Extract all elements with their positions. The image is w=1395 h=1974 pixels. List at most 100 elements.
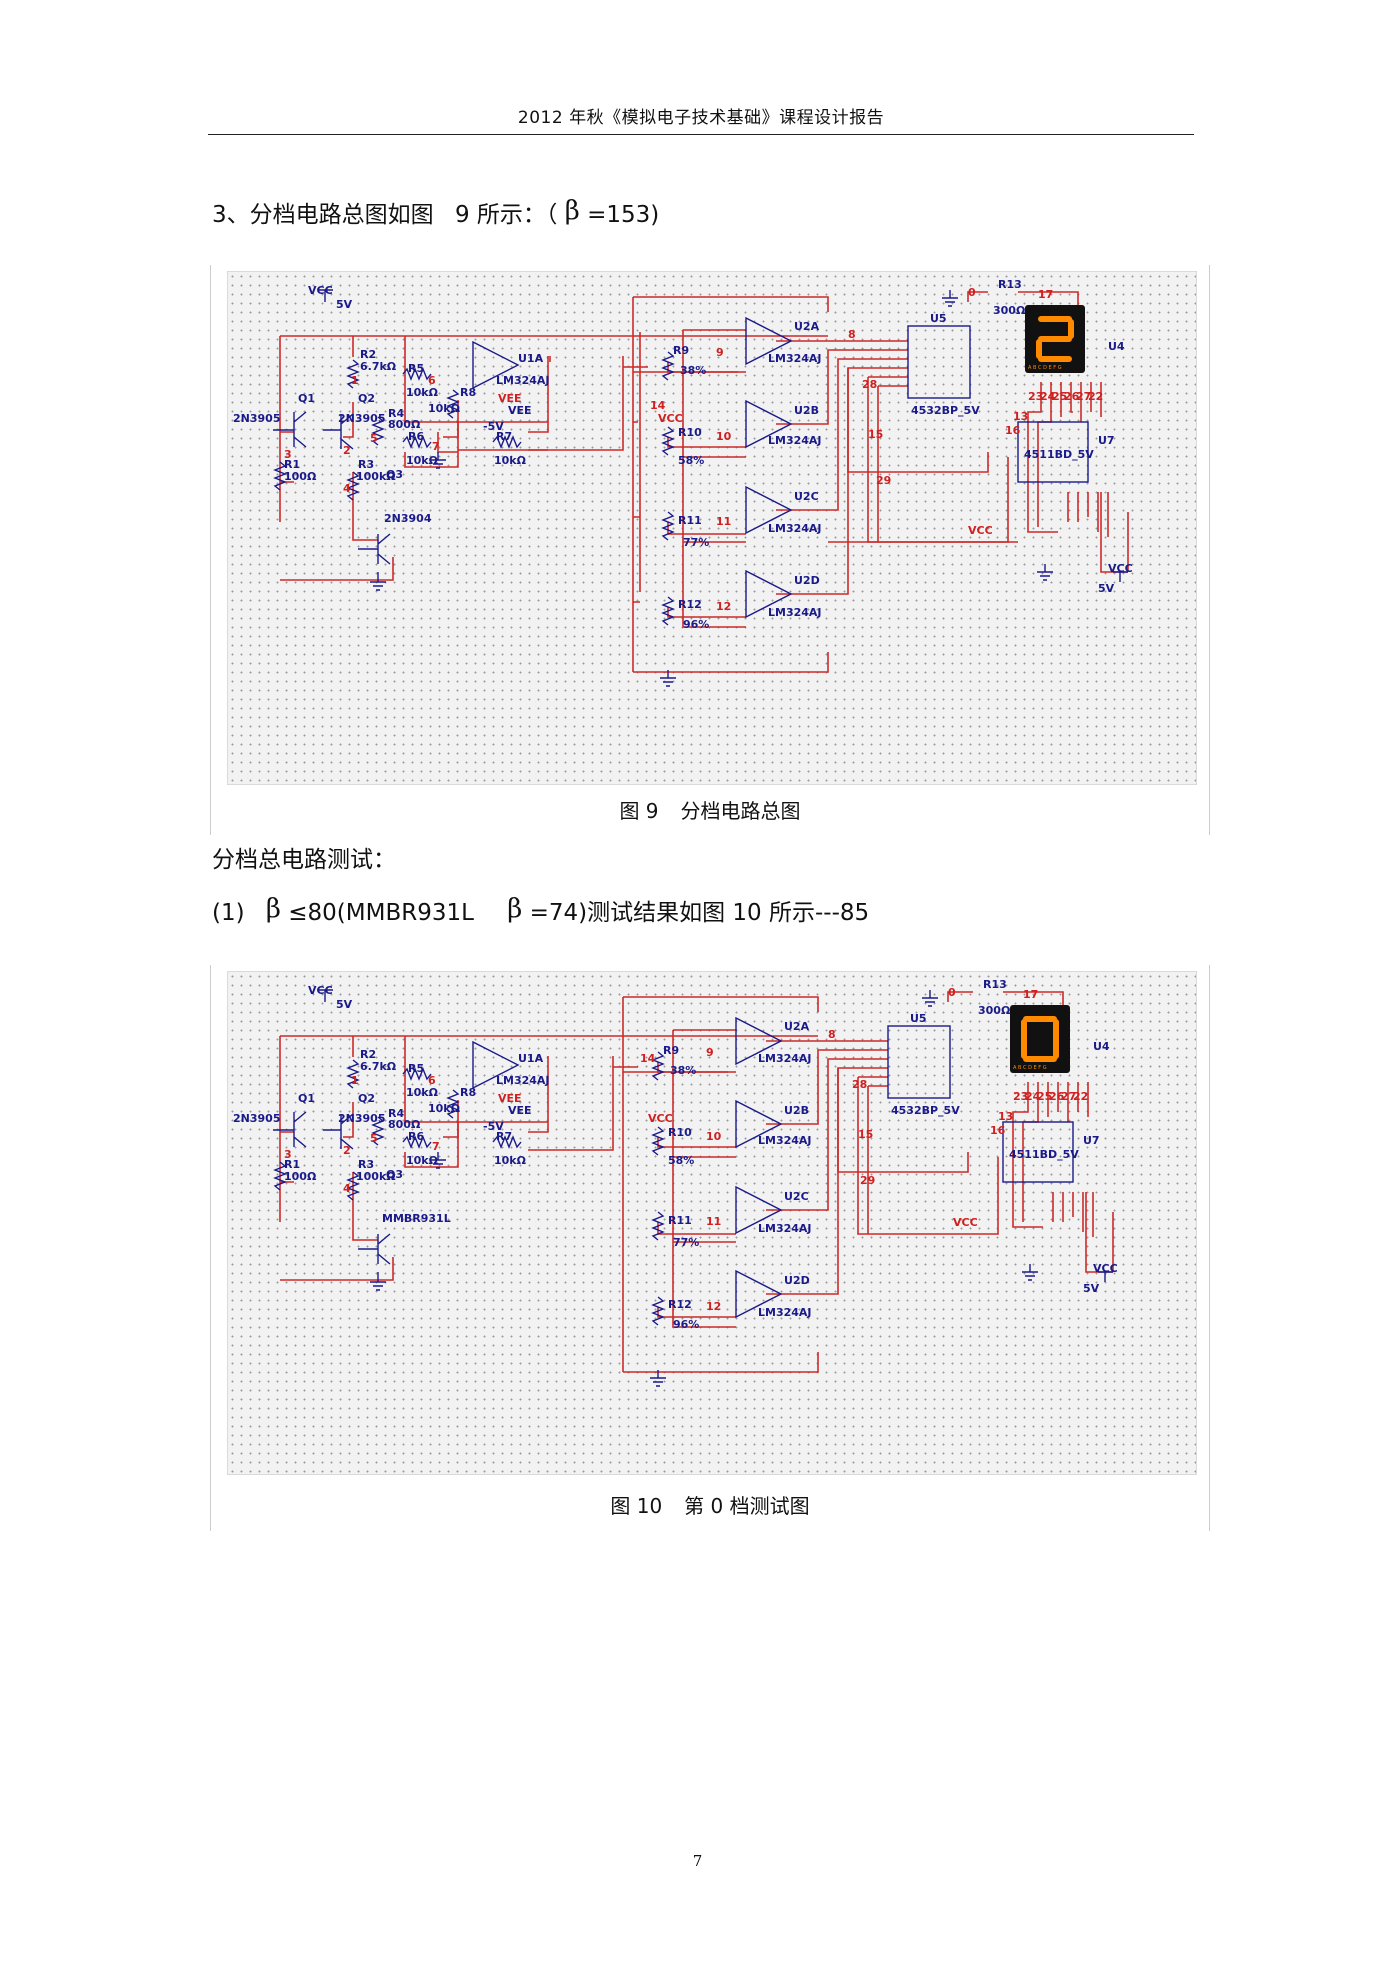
net-label: 13 — [998, 1110, 1013, 1123]
label-u2a: U2A — [794, 320, 820, 333]
label-u2a-model: LM324AJ — [758, 1052, 812, 1065]
label-u2d-model: LM324AJ — [768, 606, 822, 619]
net-label: 0 — [968, 286, 976, 299]
section-heading-beta: =153) — [587, 202, 660, 228]
label-r8-val: 10kΩ — [428, 402, 461, 415]
header-rule — [208, 134, 1194, 135]
net-label: 11 — [716, 515, 731, 528]
label-vneg: -5V — [483, 420, 504, 433]
label-r3: R3 — [358, 1158, 374, 1171]
label-r1: R1 — [284, 458, 300, 471]
label-vcc-red: VCC — [658, 412, 683, 425]
svg-text:A B C D E F G: A B C D E F G — [1013, 1065, 1047, 1071]
net-label: 11 — [706, 1215, 721, 1228]
label-u7: U7 — [1083, 1134, 1100, 1147]
net-label: 26 — [1049, 1090, 1065, 1103]
label-r10-pct: 58% — [678, 454, 704, 467]
label-u7: U7 — [1098, 434, 1115, 447]
net-label: 2 — [343, 444, 351, 457]
beta-symbol: β — [265, 894, 281, 924]
label-q1-model: 2N3905 — [233, 1112, 280, 1125]
label-r12: R12 — [668, 1298, 692, 1311]
test-item-prefix: (1) — [212, 900, 245, 926]
wires — [279, 991, 1114, 1373]
net-label: 24 — [1040, 390, 1056, 403]
label-r1-val: 100Ω — [284, 1170, 317, 1183]
net-label: 17 — [1023, 988, 1038, 1001]
label-r7: R7 — [496, 1130, 512, 1143]
label-r1: R1 — [284, 1158, 300, 1171]
net-label: 6 — [428, 1074, 436, 1087]
components — [273, 289, 1128, 687]
label-r11-pct: 77% — [683, 536, 709, 549]
net-label: 27 — [1061, 1090, 1076, 1103]
net-label: 6 — [428, 374, 436, 387]
figure-10: A B C D E F G VCC 5V R2 6.7kΩ Q1 Q2 2N39… — [210, 965, 1210, 1531]
label-u2a: U2A — [784, 1020, 810, 1033]
label-r6: R6 — [408, 430, 424, 443]
label-r6-val: 10kΩ — [406, 1154, 439, 1167]
label-r9-pct: 38% — [670, 1064, 696, 1077]
label-vcc-red: VCC — [648, 1112, 673, 1125]
figure-9-caption-label: 图 9 — [619, 799, 659, 823]
label-u2d-model: LM324AJ — [758, 1306, 812, 1319]
net-label: 22 — [1073, 1090, 1088, 1103]
section-heading-fig: 9 所示：（ — [454, 202, 558, 228]
svg-text:A B C D E F G: A B C D E F G — [1028, 365, 1062, 371]
net-label: 15 — [858, 1128, 873, 1141]
label-u1a: U1A — [518, 1052, 544, 1065]
net-label: 16 — [1005, 424, 1021, 437]
net-label: 14 — [650, 399, 666, 412]
net-label: 28 — [862, 378, 877, 391]
label-r12-pct: 96% — [683, 618, 709, 631]
label-q3: Q3 — [386, 468, 403, 481]
label-q2: Q2 — [358, 1092, 375, 1105]
net-label: 12 — [706, 1300, 721, 1313]
label-u5: U5 — [930, 312, 947, 325]
label-u7-model: 4511BD_5V — [1024, 448, 1094, 461]
net-label: 7 — [432, 440, 440, 453]
net-label: 5 — [370, 432, 378, 445]
label-vcc-red-2: VCC — [953, 1216, 978, 1229]
label-r13-val: 300Ω — [978, 1004, 1011, 1017]
digit-2-segments — [1036, 316, 1074, 362]
label-u5-model: 4532BP_5V — [911, 404, 980, 417]
label-r5: R5 — [408, 1062, 424, 1075]
test-item-result: =74)测试结果如图 10 所示---85 — [529, 900, 870, 926]
net-label: 1 — [351, 1074, 359, 1087]
page-number: 7 — [692, 1852, 703, 1870]
label-u5-model: 4532BP_5V — [891, 1104, 960, 1117]
label-vcc-red-2: VCC — [968, 524, 993, 537]
label-r4-val: 800Ω — [388, 418, 421, 431]
test-item-cond: ≤80(MMBR931L — [288, 900, 474, 926]
circuit-diagram: A B C D E F G VCC 5V R2 6.7kΩ Q1 Q2 2N39… — [233, 278, 1133, 687]
test-heading: 分档总电路测试： — [212, 847, 396, 873]
label-r6: R6 — [408, 1130, 424, 1143]
label-vneg: -5V — [483, 1120, 504, 1133]
label-u2c: U2C — [794, 490, 819, 503]
net-label: 25 — [1052, 390, 1067, 403]
net-label: 29 — [860, 1174, 875, 1187]
section-heading-prefix: 3、分档电路总图如图 — [212, 202, 434, 228]
net-label: 15 — [868, 428, 883, 441]
net-label: 27 — [1076, 390, 1091, 403]
net-label: 7 — [432, 1140, 440, 1153]
label-u2a-model: LM324AJ — [768, 352, 822, 365]
net-label: 4 — [343, 482, 351, 495]
label-u2d: U2D — [794, 574, 820, 587]
label-r3-val: 100kΩ — [356, 470, 396, 483]
label-vee: VEE — [508, 404, 532, 417]
label-r7-val: 10kΩ — [494, 454, 527, 467]
label-q1: Q1 — [298, 392, 315, 405]
seven-segment-display: A B C D E F G — [1025, 305, 1085, 373]
seven-segment-display: A B C D E F G — [1010, 1005, 1070, 1073]
label-5v-2: 5V — [1083, 1282, 1100, 1295]
net-label: 3 — [284, 448, 292, 461]
label-u2d: U2D — [784, 1274, 810, 1287]
label-r12-pct: 96% — [673, 1318, 699, 1331]
net-label: 8 — [848, 328, 856, 341]
label-r2: R2 — [360, 348, 376, 361]
label-r10: R10 — [678, 426, 702, 439]
net-label: 23 — [1013, 1090, 1028, 1103]
